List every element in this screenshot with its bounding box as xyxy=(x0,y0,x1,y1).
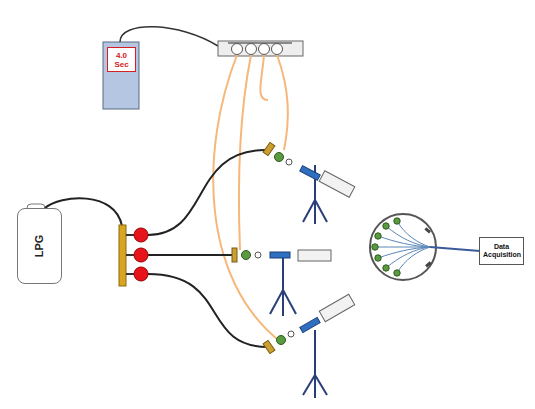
node-label: LPG xyxy=(34,235,46,258)
gas-hose xyxy=(148,274,268,347)
relay-port xyxy=(246,44,257,55)
relay-port xyxy=(272,44,283,55)
gas-valve xyxy=(134,228,148,242)
relay-port xyxy=(259,44,270,55)
signal-wire xyxy=(260,55,268,100)
node-label: Data Acquisition xyxy=(483,243,520,260)
gas-manifold xyxy=(119,225,126,286)
relay-port xyxy=(232,44,243,55)
sensor-array xyxy=(370,214,480,280)
manifold-pipe xyxy=(126,254,134,256)
burner-assembly xyxy=(263,294,355,398)
burner-assembly xyxy=(263,142,355,224)
node-label: 4.0 Sec xyxy=(110,51,133,69)
data-acquisition-box: Data Acquisition xyxy=(479,237,524,265)
manifold-pipe xyxy=(126,273,134,275)
burner-assembly xyxy=(232,248,331,316)
timer-display: 4.0 Sec xyxy=(107,47,136,72)
relay-strip xyxy=(218,41,303,56)
signal-wire xyxy=(277,55,288,150)
gas-hose xyxy=(148,254,233,256)
manifold-pipe xyxy=(126,234,134,236)
lpg-cylinder: LPG xyxy=(17,208,62,284)
signal-wire xyxy=(213,55,282,343)
timer-cable xyxy=(120,27,218,46)
gas-valve xyxy=(134,267,148,281)
gas-hose xyxy=(148,150,265,235)
gas-valve xyxy=(134,248,148,262)
timer-body xyxy=(103,42,139,109)
